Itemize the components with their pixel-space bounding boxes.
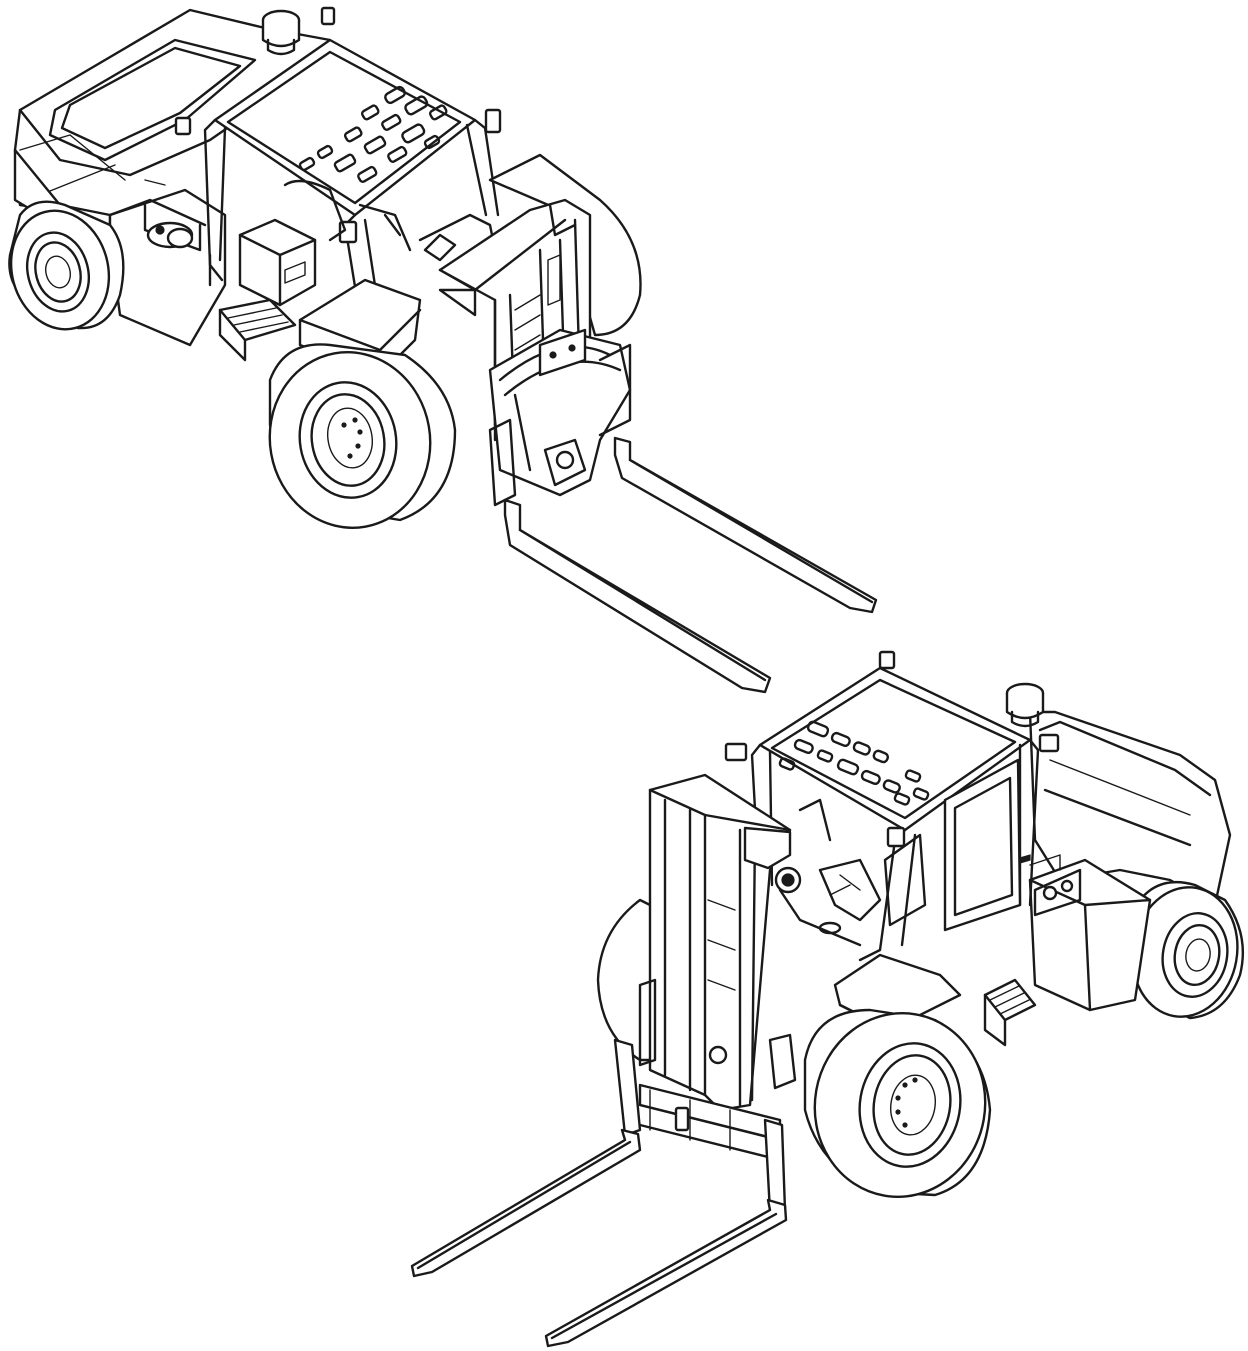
front-forks (410, 1128, 788, 1348)
front-air-cleaner (1005, 682, 1045, 728)
rear-cab-interior (238, 179, 412, 307)
forklift-rear-view (8, 6, 878, 694)
front-cab-interior (774, 798, 882, 947)
rear-carriage (488, 328, 632, 507)
forklift-front-view (410, 650, 1245, 1348)
rear-forks (503, 436, 878, 694)
rear-drive-wheel (268, 343, 457, 529)
front-body-side (1019, 854, 1152, 1012)
front-roof-slots (778, 720, 930, 806)
front-step (983, 978, 1037, 1047)
front-overhead-guard (724, 650, 1060, 962)
rear-air-cleaner (261, 9, 301, 56)
front-rear-wheel (1125, 881, 1245, 1020)
front-mast (638, 773, 797, 1112)
front-drive-wheel (803, 1008, 992, 1198)
rear-overhead-guard (174, 6, 502, 312)
rear-hood (13, 8, 332, 212)
rear-roof-slots (298, 85, 448, 183)
rear-step (218, 298, 297, 362)
front-carriage (613, 1038, 787, 1214)
rear-left-wheel (8, 200, 125, 331)
